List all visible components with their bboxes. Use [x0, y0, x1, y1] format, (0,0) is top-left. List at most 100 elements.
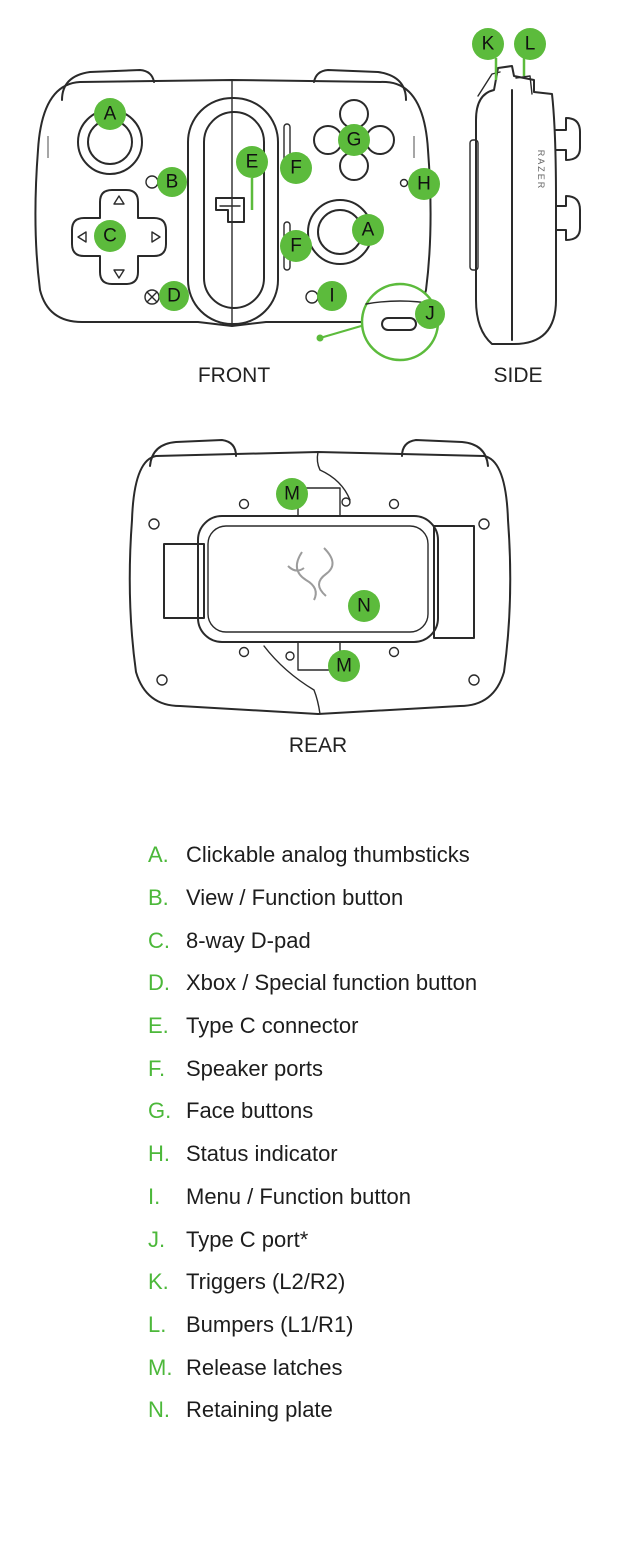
callout-j: J	[415, 299, 445, 329]
side-thumbstick-top	[555, 117, 581, 161]
callout-a-left: A	[94, 98, 126, 130]
front-bridge-inner	[203, 111, 265, 309]
callout-h: H	[408, 168, 440, 200]
screw-10	[285, 651, 295, 661]
legend-letter: B.	[148, 885, 169, 911]
svg-text:F: F	[290, 236, 302, 257]
side-trigger-shape	[477, 71, 501, 97]
svg-text:A: A	[362, 220, 375, 241]
legend-text: Retaining plate	[186, 1397, 333, 1423]
rear-right-slot	[433, 525, 475, 639]
side-bumper-shape	[515, 75, 533, 95]
rear-seam-top	[316, 451, 351, 501]
side-label: SIDE	[493, 364, 542, 387]
legend-text: 8-way D-pad	[186, 927, 311, 953]
side-phone-grip	[469, 139, 479, 271]
front-label: FRONT	[198, 364, 270, 387]
face-button-bottom	[339, 151, 369, 181]
type-c-connector-shape	[215, 197, 245, 223]
callout-l: L	[514, 28, 546, 76]
legend-text: View / Function button	[186, 885, 404, 911]
svg-text:N: N	[357, 596, 371, 617]
screw-5	[238, 498, 250, 510]
legend-item: M. Release latches	[148, 1346, 618, 1389]
screw-7	[238, 646, 250, 658]
status-led-shape	[399, 178, 409, 188]
retaining-plate-inner	[207, 525, 429, 633]
screw-9	[341, 497, 351, 507]
side-body-outline	[475, 65, 557, 345]
svg-text:K: K	[482, 34, 495, 55]
view-button-shape	[145, 175, 159, 189]
legend-item: D. Xbox / Special function button	[148, 962, 618, 1005]
dpad-outline	[71, 189, 167, 285]
legend-text: Type C connector	[186, 1013, 359, 1039]
svg-text:B: B	[166, 172, 179, 193]
rear-view: REAR	[128, 439, 512, 757]
screw-3	[156, 674, 168, 686]
callout-k: K	[472, 28, 504, 80]
legend-item: C.8-way D-pad	[148, 919, 618, 962]
svg-text:M: M	[336, 656, 352, 677]
callout-f-top: F	[280, 152, 312, 184]
legend-text: Release latches	[186, 1354, 343, 1380]
front-bridge-outer	[187, 97, 279, 325]
legend-letter: J.	[148, 1226, 166, 1252]
legend-letter: N.	[148, 1397, 170, 1423]
svg-text:G: G	[347, 130, 362, 151]
legend-item: A. Clickable analog thumbsticks	[148, 834, 618, 877]
razer-snake-logo	[287, 547, 334, 601]
front-left-bumper-outline	[61, 69, 155, 101]
legend-letter: L.	[148, 1311, 167, 1337]
legend-letter: A.	[148, 842, 169, 868]
legend-text: Bumpers (L1/R1)	[186, 1311, 354, 1337]
rear-left-slot	[163, 543, 205, 619]
legend-text: Status indicator	[186, 1141, 338, 1167]
svg-text:C: C	[103, 226, 117, 247]
dpad-left-arrow	[77, 231, 87, 243]
callout-f-bottom: F	[280, 230, 312, 262]
face-button-top	[339, 99, 369, 129]
legend-item: H.Status indicator	[148, 1133, 618, 1176]
legend-item: E. Type C connector	[148, 1005, 618, 1048]
screw-8	[388, 646, 400, 658]
legend-letter: E.	[148, 1013, 169, 1039]
callout-n: N	[348, 590, 380, 622]
legend-item: K.Triggers (L2/R2)	[148, 1261, 618, 1304]
legend-item: F.Speaker ports	[148, 1047, 618, 1090]
legend-text: Type C port*	[186, 1226, 309, 1252]
legend-letter: G.	[148, 1098, 172, 1124]
legend-letter: I.	[148, 1183, 161, 1209]
callout-m-top: M	[276, 478, 308, 510]
type-c-port-shape	[381, 317, 417, 331]
legend-text: Xbox / Special function button	[186, 970, 478, 996]
svg-text:A: A	[104, 104, 117, 125]
rear-seam-bottom	[263, 645, 321, 715]
svg-text:E: E	[246, 152, 259, 173]
rear-left-shoulder	[149, 439, 237, 467]
legend-item: L. Bumpers (L1/R1)	[148, 1304, 618, 1347]
face-button-left	[313, 125, 343, 155]
svg-text:F: F	[290, 158, 302, 179]
zoom-leader-dot	[316, 334, 324, 342]
legend-letter: M.	[148, 1354, 173, 1380]
legend-item: I.Menu / Function button	[148, 1176, 618, 1219]
callout-c: C	[94, 220, 126, 252]
front-right-bumper-outline	[313, 69, 407, 101]
legend-letter: D.	[148, 970, 170, 996]
rear-right-shoulder	[401, 439, 489, 467]
dpad-down-arrow	[113, 269, 125, 279]
xbox-button-shape	[144, 289, 160, 305]
svg-text:M: M	[284, 484, 300, 505]
face-button-right	[365, 125, 395, 155]
legend-item: G.Face buttons	[148, 1090, 618, 1133]
callout-m-bottom: M	[328, 650, 360, 682]
legend-text: Clickable analog thumbsticks	[186, 842, 470, 868]
screw-4	[468, 674, 480, 686]
legend-item: N. Retaining plate	[148, 1389, 618, 1432]
side-razer-logo: RAZER	[536, 150, 546, 191]
dpad-right-arrow	[151, 231, 161, 243]
legend-letter: K.	[148, 1269, 169, 1295]
side-view: RAZER SIDE	[469, 65, 581, 387]
svg-text:I: I	[329, 286, 334, 307]
